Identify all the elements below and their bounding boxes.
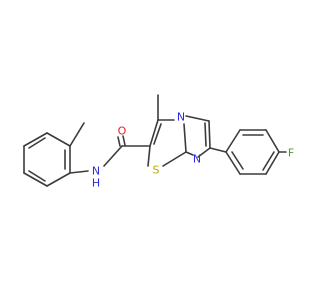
bond <box>23 172 48 187</box>
carbonyl-bond <box>122 135 126 146</box>
bond <box>231 151 244 170</box>
bond <box>103 145 123 167</box>
bond <box>28 170 46 182</box>
bond <box>204 122 207 147</box>
bond <box>208 120 211 149</box>
bond <box>153 123 162 145</box>
bond <box>23 132 48 147</box>
bond <box>225 151 241 175</box>
tolyl-methyl-bond <box>69 122 85 147</box>
amide-nitrogen-label: N <box>92 165 100 178</box>
imidazole-nitrogen-label: N <box>193 153 201 166</box>
bond <box>69 170 89 174</box>
bridgehead-nitrogen-label: N <box>177 111 185 124</box>
bond <box>197 147 211 158</box>
fluorophenyl-ring <box>225 129 280 175</box>
bond <box>147 145 151 167</box>
bond <box>183 123 187 153</box>
bond <box>46 172 71 187</box>
bond <box>162 151 187 167</box>
thiazole-ring <box>147 119 187 167</box>
fluorine-label: F <box>288 147 294 160</box>
oxygen-label: O <box>118 125 127 138</box>
bond <box>185 115 210 122</box>
bond <box>225 129 241 153</box>
molecule-structure: O N H S N N F <box>23 94 294 190</box>
bond <box>149 119 159 147</box>
bond <box>262 151 275 171</box>
carbonyl-bond <box>117 136 121 147</box>
bond <box>46 132 71 147</box>
bond <box>265 151 280 175</box>
sulfur-label: S <box>153 164 160 177</box>
tolyl-ring <box>23 132 71 187</box>
imidazole-ring <box>185 115 211 158</box>
bond <box>28 137 46 149</box>
amide-hydrogen-label: H <box>92 177 100 190</box>
bond <box>209 147 227 153</box>
bond <box>185 151 194 156</box>
bond <box>265 129 280 153</box>
